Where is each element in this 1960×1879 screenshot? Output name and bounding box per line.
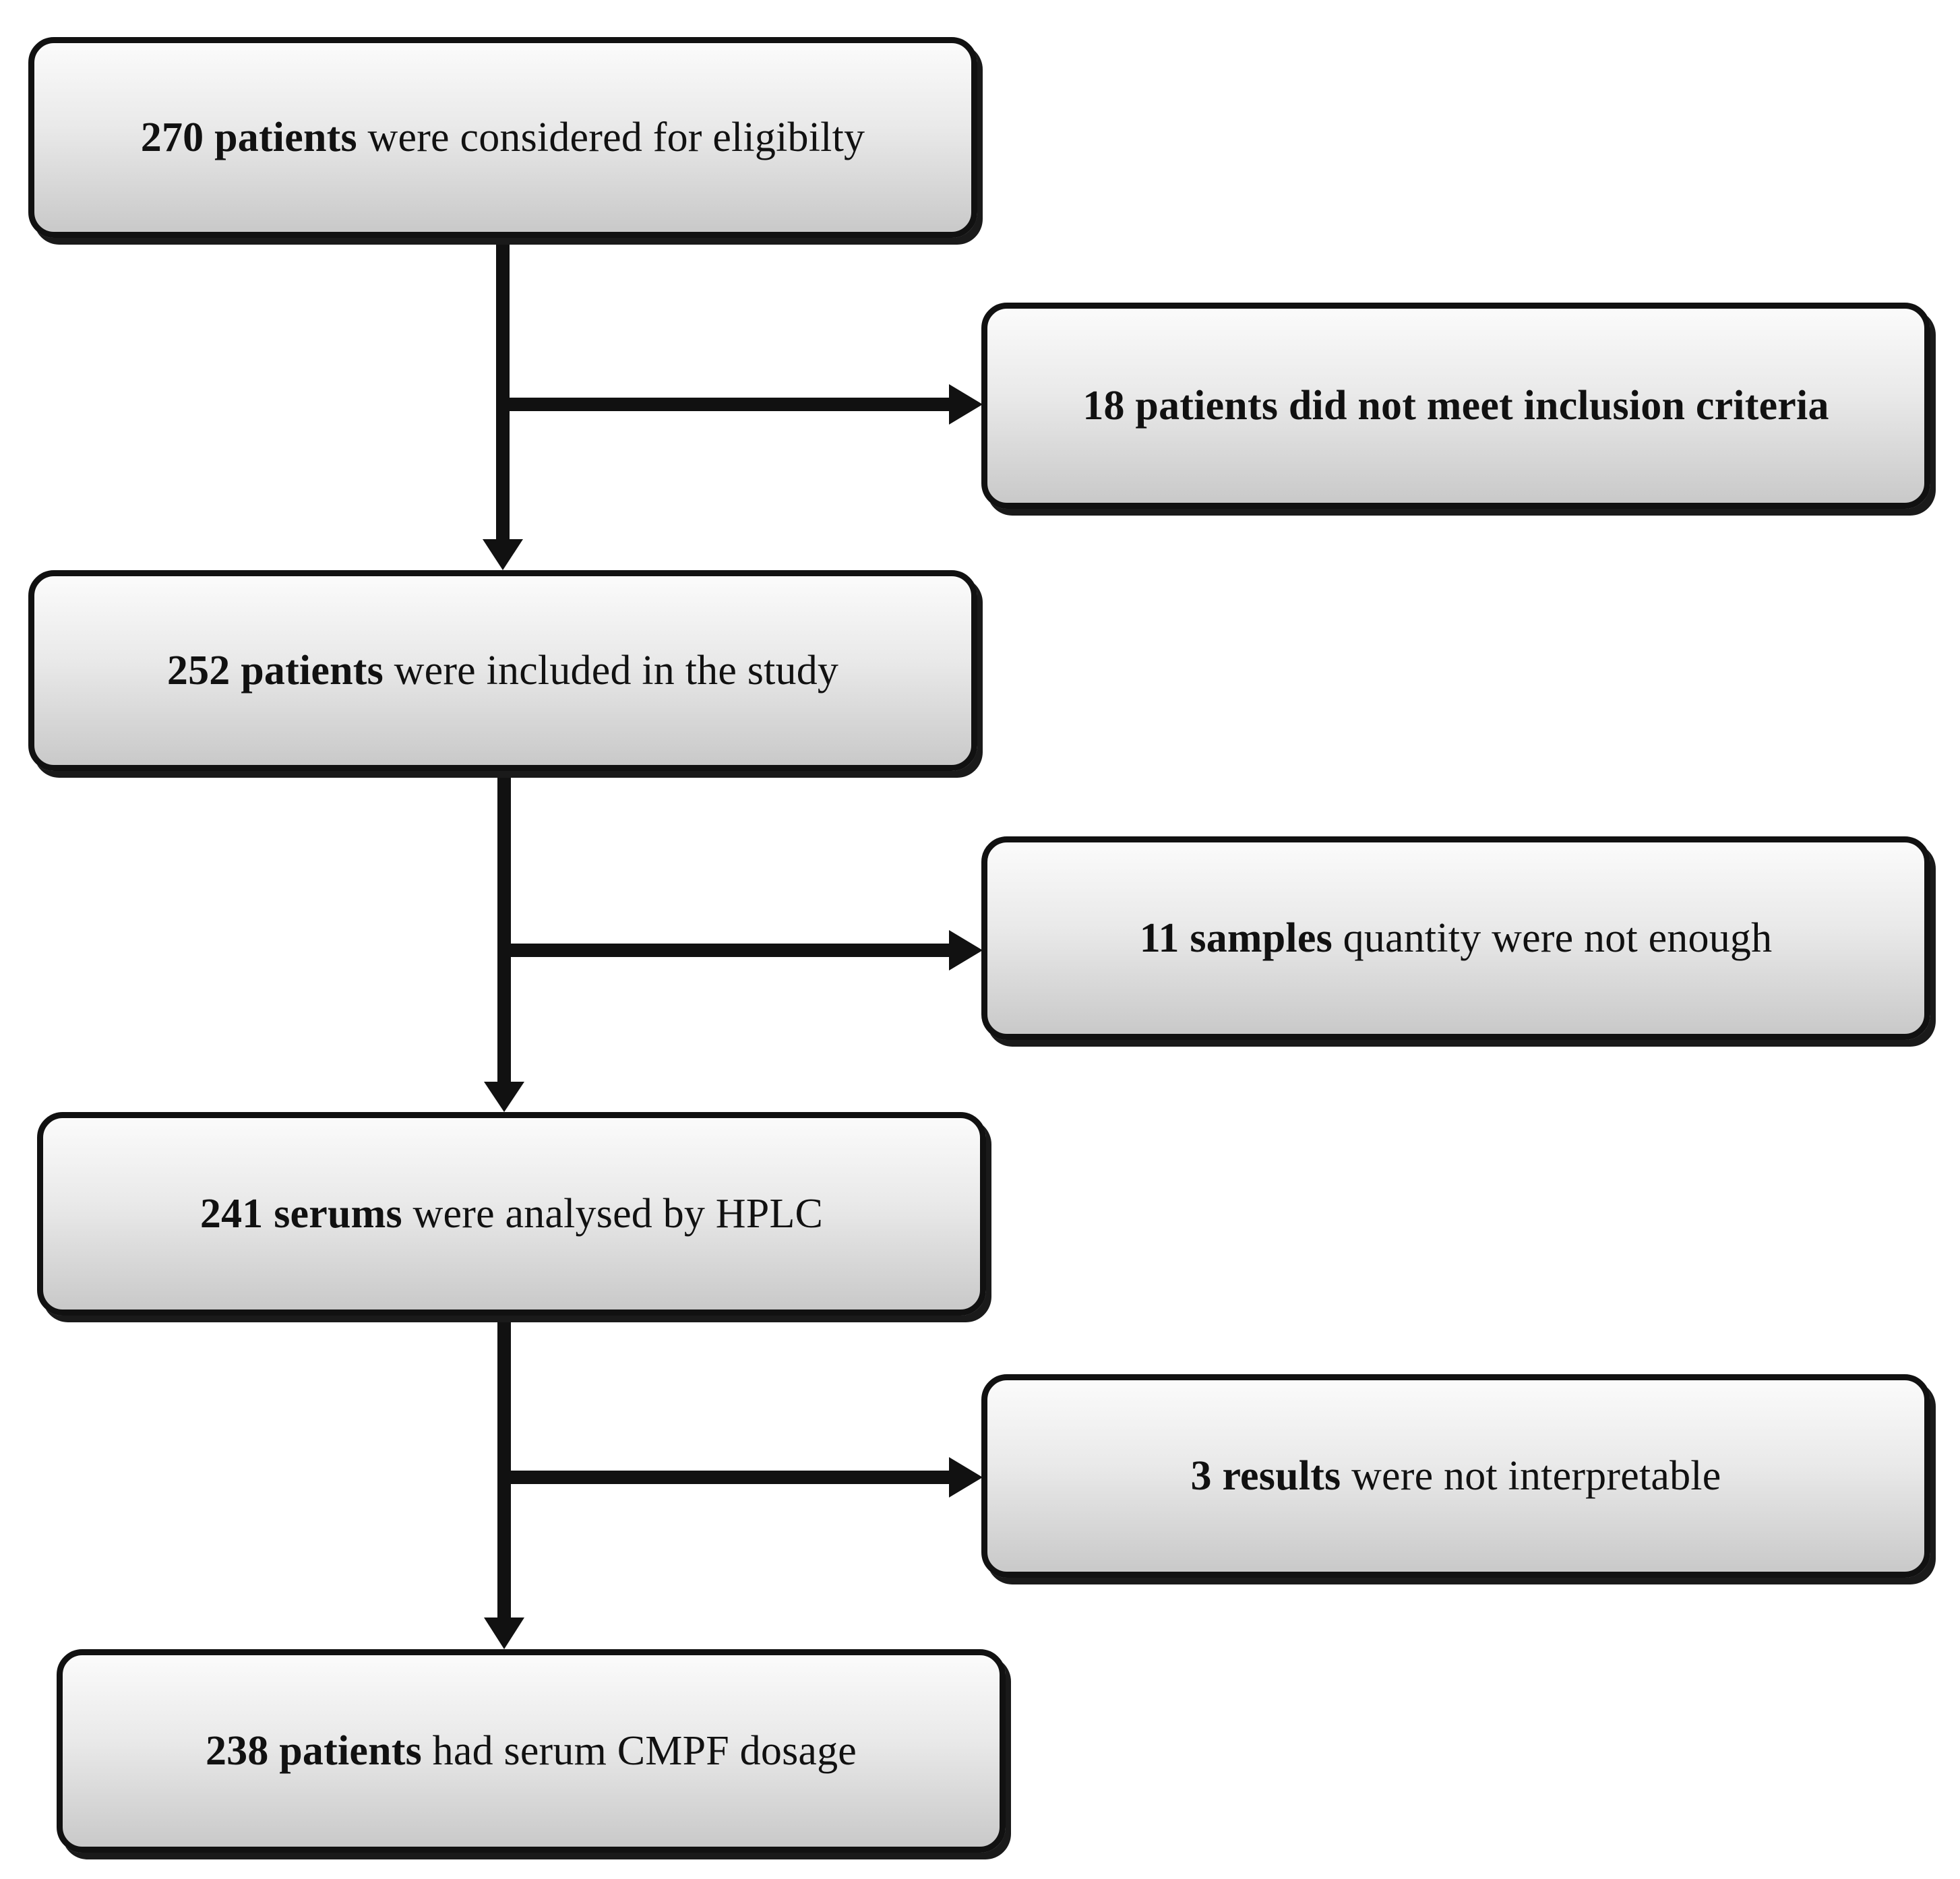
step-text-included: 252 patients were included in the study: [167, 647, 838, 695]
exclusion-text-criteria: 18 patients did not meet inclusion crite…: [1082, 382, 1829, 430]
exclusion-text-quantity: 11 samples quantity were not enough: [1140, 915, 1773, 962]
exclusion-box-quantity: 11 samples quantity were not enough: [981, 836, 1930, 1040]
arrowhead-right-3: [949, 1457, 983, 1498]
exclusion-desc-quantity: quantity were not enough: [1332, 915, 1773, 961]
exclusion-count-criteria: 18 patients did not meet inclusion crite…: [1082, 382, 1829, 429]
exclusion-box-interpretable: 3 results were not interpretable: [981, 1374, 1930, 1578]
step-count-dosage: 238 patients: [205, 1727, 422, 1774]
step-desc-dosage: had serum CMPF dosage: [421, 1727, 857, 1774]
step-desc-included: were included in the study: [383, 647, 839, 694]
exclusion-box-criteria: 18 patients did not meet inclusion crite…: [981, 303, 1930, 509]
step-text-dosage: 238 patients had serum CMPF dosage: [206, 1727, 857, 1775]
arrowhead-down-1: [483, 539, 523, 570]
step-desc-analysed: were analysed by HPLC: [402, 1190, 824, 1237]
step-box-included: 252 patients were included in the study: [28, 570, 977, 771]
exclusion-desc-interpretable: were not interpretable: [1341, 1452, 1721, 1499]
arrowhead-down-2: [484, 1082, 524, 1112]
step-desc-considered: were considered for eligibilty: [357, 114, 865, 160]
exclusion-text-interpretable: 3 results were not interpretable: [1191, 1452, 1721, 1500]
step-text-considered: 270 patients were considered for eligibi…: [141, 114, 865, 162]
step-count-considered: 270 patients: [140, 114, 357, 160]
step-count-analysed: 241 serums: [200, 1190, 402, 1237]
step-text-analysed: 241 serums were analysed by HPLC: [200, 1190, 823, 1238]
step-box-analysed: 241 serums were analysed by HPLC: [37, 1112, 986, 1316]
arrowhead-right-1: [949, 384, 983, 425]
step-box-considered: 270 patients were considered for eligibi…: [28, 37, 977, 238]
exclusion-count-interpretable: 3 results: [1190, 1452, 1341, 1499]
step-count-included: 252 patients: [166, 647, 384, 694]
arrowhead-down-3: [484, 1618, 524, 1649]
arrowhead-right-2: [949, 930, 983, 971]
step-box-dosage: 238 patients had serum CMPF dosage: [57, 1649, 1006, 1853]
exclusion-count-quantity: 11 samples: [1139, 915, 1333, 961]
